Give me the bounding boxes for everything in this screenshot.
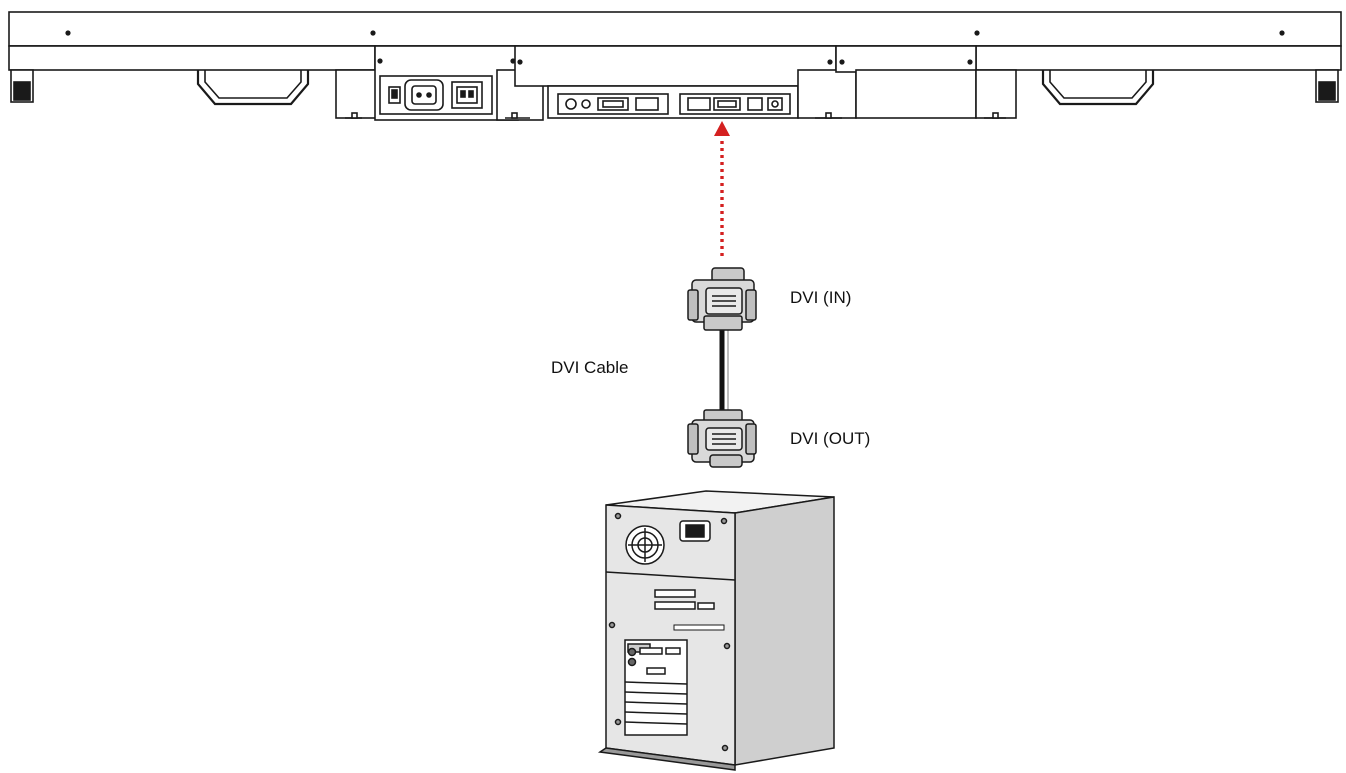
dvi-in-label: DVI (IN) bbox=[790, 288, 852, 307]
dvi-out-label: DVI (OUT) bbox=[790, 429, 871, 448]
dvi-cable bbox=[719, 330, 729, 414]
desktop-tower-icon bbox=[597, 490, 835, 771]
dvi-connector-in-icon bbox=[687, 267, 757, 331]
display-rear-panel-icon bbox=[8, 11, 1342, 121]
dotted-arrow-up-icon bbox=[714, 121, 730, 256]
dvi-connector-out-icon bbox=[687, 409, 757, 468]
dvi-cable-label: DVI Cable bbox=[551, 358, 629, 377]
